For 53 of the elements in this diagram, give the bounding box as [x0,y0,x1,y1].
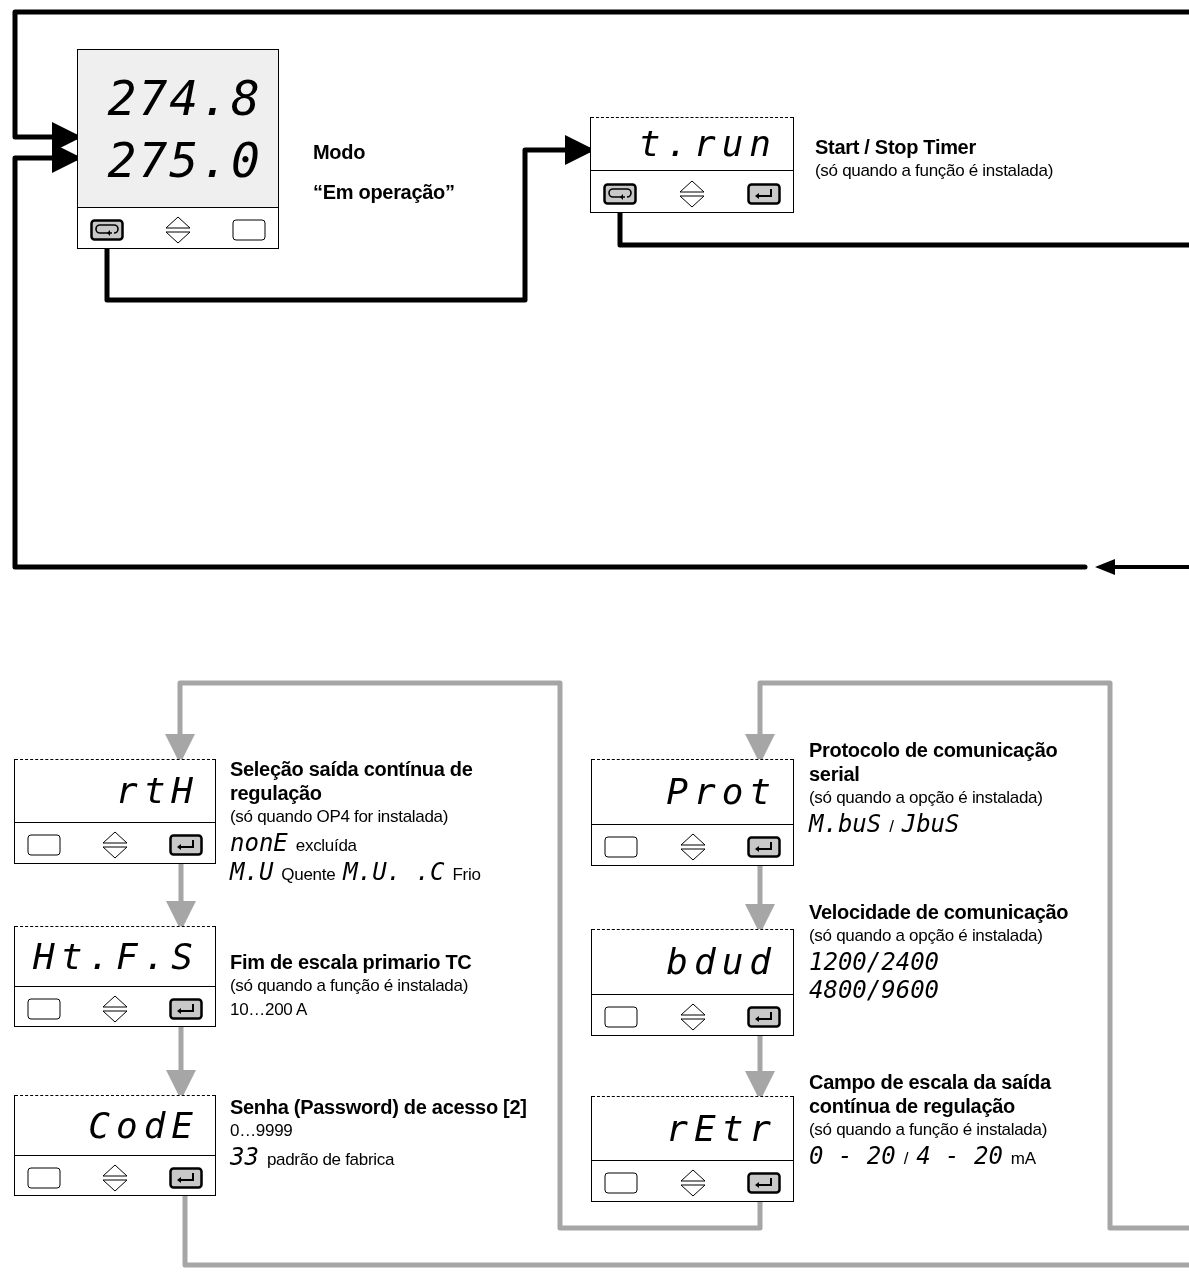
description-text: (só quando a função é instalada) [809,1119,1048,1141]
parameter-title: Campo de escala da saída contínua de regulação [809,1070,1053,1118]
controller-display [591,759,794,866]
display-code: 1200/2400 [809,948,940,976]
display-code: M.buS [809,810,882,838]
controller-display [591,1096,794,1202]
display-code: 4 - 20 [916,1142,1003,1170]
description-text: excluída [295,835,357,857]
description-text: 0…9999 [230,1120,293,1142]
parameter-title: Seleção saída contínua de regulação [230,757,474,805]
description-text: Frio [452,864,481,886]
description-text: (só quando OP4 for instalada) [230,806,449,828]
display-readout: bdud [666,940,777,984]
display-code: 0 - 20 [809,1142,896,1170]
description-text: (só quando a opção é instalada) [809,925,1043,947]
controller-display [590,117,794,213]
controller-display [591,929,794,1036]
display-readout: 275.0 [107,130,262,190]
controller-display [14,926,216,1027]
arrow [745,680,1189,1231]
parameter-title: Fim de escala primario TC [230,950,472,974]
description-text: / [903,1148,909,1170]
display-readout: Ht.F.S [32,934,199,979]
description-text: (só quando a opção é instalada) [809,787,1043,809]
parameter-title: Protocolo de comunicação serial [809,738,1059,786]
display-readout: rEtr [666,1106,777,1151]
description-text: padrão de fabrica [266,1149,395,1171]
display-readout: 274.8 [107,68,262,128]
controller-display [14,759,216,864]
arrow [165,680,763,1231]
parameter-title: Senha (Password) de acesso [2] [230,1095,527,1119]
description-text: (só quando a função é instalada) [815,160,1054,182]
description-text: 10…200 A [230,999,307,1021]
display-readout: rtH [115,769,199,813]
display-readout: CodE [88,1103,199,1148]
display-code: nonE [230,829,288,857]
display-code: JbuS [901,810,960,838]
display-code: 33 [230,1143,259,1171]
parameter-title: Start / Stop Timer [815,135,976,159]
display-readout: t.run [638,122,777,166]
display-code: M.U. .C [343,858,445,886]
controller-display [14,1095,216,1196]
controller-display [77,49,279,249]
description-text: Quente [281,864,336,886]
display-code: M.U [230,858,274,886]
description-text: mA [1010,1148,1036,1170]
display-readout: Prot [666,770,777,814]
parameter-title: Modo [313,140,366,164]
parameter-title: “Em operação” [313,180,455,204]
parameter-title: Velocidade de comunicação [809,900,1069,924]
description-text: / [889,816,894,838]
display-code: 4800/9600 [809,976,940,1004]
description-text: (só quando a função é instalada) [230,975,469,997]
